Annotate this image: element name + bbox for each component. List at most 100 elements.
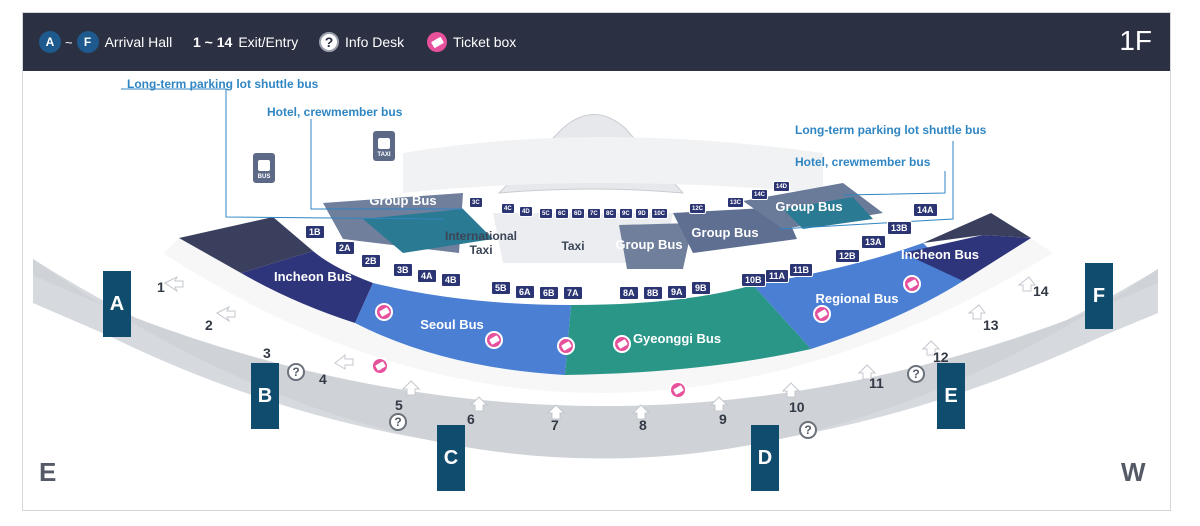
exit-13: 13 <box>983 317 999 333</box>
exit-14: 14 <box>1033 283 1049 299</box>
zone-gyeonggi-bus: Gyeonggi Bus <box>632 331 722 346</box>
stop-6A: 6A <box>515 285 535 299</box>
legend-arrival-hall: A ~ F Arrival Hall <box>39 30 172 54</box>
stop-6C: 6C <box>555 208 569 219</box>
legend-tilde: ~ <box>65 34 73 50</box>
ticket-box-icon <box>485 331 503 349</box>
callout-line-left-hotel <box>310 119 463 210</box>
stop-2B: 2B <box>361 254 381 268</box>
stop-10C: 10C <box>651 208 669 219</box>
info-desk-icon: ? <box>907 365 925 383</box>
legend-header: A ~ F Arrival Hall 1 ~ 14 Exit/Entry ? I… <box>23 13 1170 71</box>
arrival-hall-F: F <box>1085 263 1113 329</box>
arrow-5 <box>401 380 421 396</box>
callout-right-hotel: Hotel, crewmember bus <box>795 155 931 169</box>
stop-9B: 9B <box>691 281 711 295</box>
ticket-box-icon <box>371 357 389 375</box>
group-bus-area-right <box>673 207 797 253</box>
stop-2A: 2A <box>335 241 355 255</box>
exit-3: 3 <box>263 345 271 361</box>
walkway-band <box>33 259 1158 459</box>
arrow-7 <box>546 404 566 420</box>
inner-walkway <box>163 238 1053 393</box>
zone-group-bus-3: Group Bus <box>691 225 759 240</box>
exit-12: 12 <box>933 349 949 365</box>
zone-international-taxi: International Taxi <box>444 229 517 257</box>
stop-9D: 9D <box>635 208 649 219</box>
legend-hall-from-icon: A <box>39 31 61 53</box>
stop-6D: 6D <box>571 208 585 219</box>
arrow-1 <box>164 275 184 293</box>
arrow-6 <box>469 396 489 412</box>
dark-zone-right <box>923 213 1031 243</box>
stop-4C: 4C <box>501 203 515 214</box>
info-desk-icon: ? <box>389 413 407 431</box>
zone-group-bus-2: Group Bus <box>615 237 683 252</box>
arrow-12 <box>921 340 941 356</box>
taxi-sign-icon: TAXI <box>373 131 395 161</box>
callout-left-hotel: Hotel, crewmember bus <box>267 105 403 119</box>
arrow-11 <box>857 364 877 380</box>
bus-sign-icon: BUS <box>253 153 275 183</box>
exit-10: 10 <box>789 399 805 415</box>
arrow-10 <box>781 382 801 398</box>
callout-line-right-longterm <box>778 141 954 230</box>
floor-label: 1F <box>1119 25 1152 56</box>
stop-5C: 5C <box>539 208 553 219</box>
map-frame: A ~ F Arrival Hall 1 ~ 14 Exit/Entry ? I… <box>22 12 1171 511</box>
stop-4D: 4D <box>519 206 533 217</box>
zone-incheon-bus-right: Incheon Bus <box>901 247 980 262</box>
stop-11A: 11A <box>765 269 790 283</box>
zone-seoul-bus: Seoul Bus <box>420 317 484 332</box>
incheon-bus-right-zone <box>903 235 1031 281</box>
legend-exit: 1 ~ 14 Exit/Entry <box>193 30 298 54</box>
stop-13B: 13B <box>887 221 912 235</box>
arrow-2 <box>216 305 236 323</box>
zone-incheon-bus-left: Incheon Bus <box>273 269 352 284</box>
arrow-14 <box>1017 276 1036 292</box>
stop-14D: 14D <box>773 181 791 192</box>
stop-3C: 3C <box>469 197 483 208</box>
stop-1B: 1B <box>305 225 325 239</box>
info-desk-icon: ? <box>287 363 305 381</box>
arrival-hall-C: C <box>437 425 465 491</box>
stop-7A: 7A <box>563 286 583 300</box>
legend-info-label: Info Desk <box>345 34 405 50</box>
incheon-bus-left-zone <box>241 251 373 323</box>
stop-4B: 4B <box>441 273 461 287</box>
stop-12B: 12B <box>835 249 860 263</box>
ticket-box-icon <box>813 305 831 323</box>
ticket-box-icon <box>903 275 921 293</box>
regional-bus-zone <box>753 243 963 349</box>
stop-9A: 9A <box>667 285 687 299</box>
arrival-hall-D: D <box>751 425 779 491</box>
callout-line-left-longterm <box>121 88 444 220</box>
seoul-bus-zone <box>355 283 571 375</box>
stop-14C: 14C <box>751 189 769 200</box>
legend-ticket-box: Ticket box <box>427 30 516 54</box>
stop-8B: 8B <box>643 286 663 300</box>
stop-14A: 14A <box>913 203 938 217</box>
zone-group-bus-4: Group Bus <box>775 199 843 214</box>
arrival-hall-B: B <box>251 363 279 429</box>
ticket-box-icon <box>557 337 575 355</box>
ticket-box-icon <box>613 335 631 353</box>
info-desk-icon: ? <box>319 32 339 52</box>
stop-3B: 3B <box>393 263 413 277</box>
exit-11: 11 <box>869 375 884 391</box>
terminal-map <box>33 88 1158 459</box>
dark-zone-left <box>179 217 313 273</box>
direction-west-label: W <box>1121 457 1146 487</box>
international-taxi-area <box>363 209 493 253</box>
ticket-box-icon <box>669 381 687 399</box>
gyeonggi-bus-zone <box>565 285 811 375</box>
stop-13A: 13A <box>861 235 886 249</box>
stop-13C: 13C <box>727 197 745 208</box>
exit-9: 9 <box>719 411 727 427</box>
zone-group-bus-1: Group Bus <box>369 193 437 208</box>
stop-6B: 6B <box>539 286 559 300</box>
exit-8: 8 <box>639 417 647 433</box>
legend-hall-to-icon: F <box>76 31 99 53</box>
ticket-icon <box>427 32 447 52</box>
stop-9C: 9C <box>619 208 633 219</box>
